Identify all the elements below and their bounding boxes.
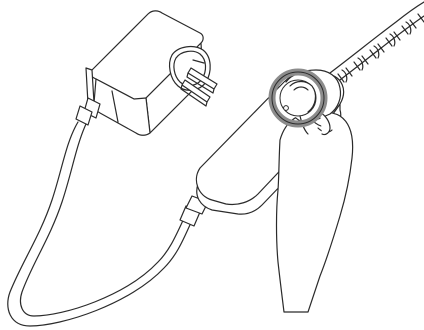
power-cable-icon: [8, 98, 208, 326]
